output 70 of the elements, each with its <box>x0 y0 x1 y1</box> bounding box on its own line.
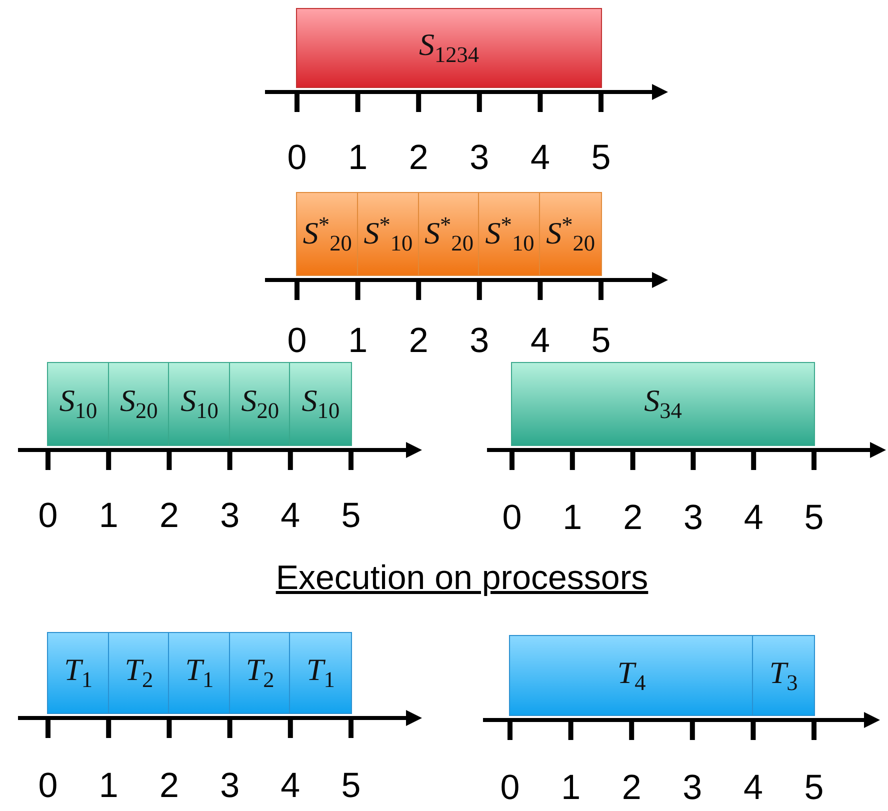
tick-label: 0 <box>287 323 307 358</box>
tick-label: 5 <box>591 323 611 358</box>
task-bar <box>511 362 815 446</box>
task-bar <box>228 362 292 446</box>
task-bar <box>289 362 352 446</box>
tick-label: 5 <box>804 500 824 535</box>
task-bar <box>296 8 602 88</box>
task-label: S$_{20}$ <box>120 385 158 423</box>
tick-label: 3 <box>470 323 490 358</box>
tick-label: 0 <box>502 500 522 535</box>
task-label: T$_{1}$ <box>64 654 92 692</box>
task-bar <box>228 632 292 714</box>
task-label: T$_{4}$ <box>617 656 646 694</box>
tick-label: 2 <box>408 140 428 175</box>
tick-label: 1 <box>348 323 368 358</box>
task-label: T$_{2}$ <box>124 654 154 692</box>
task-bar <box>47 362 110 446</box>
tick-label: 2 <box>622 770 642 805</box>
tick-label: 5 <box>341 768 361 803</box>
task-bar <box>108 362 170 446</box>
tick-label: 0 <box>500 770 520 805</box>
tick-label: 1 <box>561 770 581 805</box>
tick-label: 0 <box>38 498 58 533</box>
task-bar <box>478 192 542 276</box>
tick-label: 2 <box>159 768 179 803</box>
task-label: S$_{1234}$ <box>418 29 480 67</box>
task-bar <box>418 192 480 276</box>
tick-label: 1 <box>98 498 118 533</box>
tick-label: 5 <box>804 770 824 805</box>
tick-label: 2 <box>159 498 179 533</box>
tick-label: 4 <box>280 768 300 803</box>
task-bar <box>356 192 420 276</box>
tick-label: 0 <box>287 140 307 175</box>
task-label: T$_{3}$ <box>769 656 798 694</box>
task-bar <box>168 632 231 714</box>
task-label: S$_{10}$ <box>180 385 218 423</box>
section-heading: Execution on processors <box>276 561 648 595</box>
tick-label: 3 <box>470 140 490 175</box>
tick-label: 3 <box>682 770 702 805</box>
tick-label: 0 <box>38 768 58 803</box>
task-bar <box>752 635 815 716</box>
task-bar <box>539 192 602 276</box>
tick-label: 1 <box>348 140 368 175</box>
task-bar <box>289 632 352 714</box>
tick-label: 5 <box>591 140 611 175</box>
tick-label: 4 <box>744 500 764 535</box>
task-bar <box>168 362 231 446</box>
task-label: S$_{20}$ <box>241 385 279 423</box>
tick-label: 5 <box>341 498 361 533</box>
tick-label: 3 <box>220 498 240 533</box>
task-label: S$_{34}$ <box>644 385 682 423</box>
tick-label: 4 <box>530 140 550 175</box>
task-label: T$_{2}$ <box>246 654 274 692</box>
task-label: T$_{1}$ <box>185 654 214 692</box>
tick-label: 4 <box>743 770 763 805</box>
tick-label: 4 <box>280 498 300 533</box>
tick-label: 4 <box>530 323 550 358</box>
task-label: T$_{1}$ <box>306 654 335 692</box>
task-bar <box>108 632 170 714</box>
tick-label: 1 <box>98 768 118 803</box>
task-label: S$_{10}$ <box>302 385 340 423</box>
tick-label: 2 <box>408 323 428 358</box>
task-bar <box>296 192 359 276</box>
task-label: S$_{10}$ <box>59 385 98 423</box>
tick-label: 3 <box>220 768 240 803</box>
tick-label: 3 <box>683 500 703 535</box>
task-bar <box>47 632 110 714</box>
tick-label: 1 <box>562 500 582 535</box>
tick-label: 2 <box>623 500 643 535</box>
task-bar <box>509 635 754 716</box>
